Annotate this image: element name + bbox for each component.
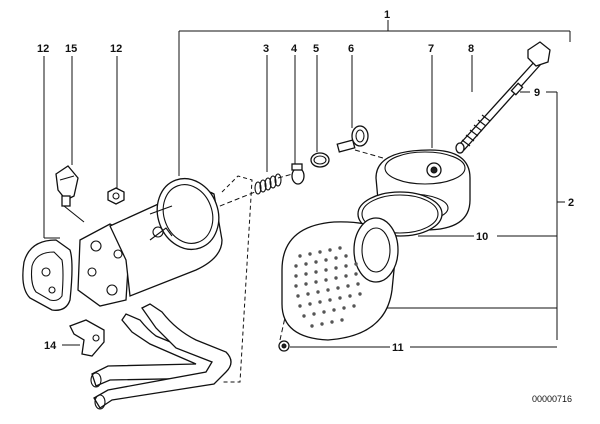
callout-8: 8	[468, 43, 474, 55]
sensor-part-15	[55, 165, 85, 223]
nut-part-13	[107, 187, 125, 205]
filter-element	[281, 217, 399, 341]
callout-11: 11	[392, 342, 404, 354]
leader-lines	[43, 20, 571, 348]
oring-part-5	[310, 152, 330, 168]
callout-4: 4	[291, 43, 298, 55]
callout-14: 14	[44, 340, 57, 352]
callout-3: 3	[263, 43, 269, 55]
callout-6: 6	[348, 43, 354, 55]
callout-15: 15	[65, 43, 77, 55]
callout-12-left: 12	[37, 43, 49, 55]
callout-12-right: 12	[110, 43, 122, 55]
filter-housing	[77, 175, 253, 383]
oil-hoses	[90, 303, 232, 410]
callout-10: 10	[476, 231, 488, 243]
valve-part-4	[291, 163, 305, 185]
washer-part-11	[278, 340, 290, 352]
callout-7: 7	[428, 43, 434, 55]
drawing-number: 00000716	[532, 394, 572, 404]
callout-1: 1	[384, 9, 390, 21]
plug-part-6	[336, 125, 369, 153]
callout-labels: 1 3 4 5 6 7 8 9 2 10 11 12 15 12 13 14 0…	[37, 9, 574, 404]
clamp-part-14	[69, 319, 105, 357]
callout-2: 2	[568, 197, 574, 209]
bolt-part-8	[455, 41, 551, 154]
gasket-part-12	[22, 239, 73, 311]
callout-9: 9	[534, 87, 540, 99]
callout-5: 5	[313, 43, 319, 55]
spring-part-3	[254, 173, 282, 195]
